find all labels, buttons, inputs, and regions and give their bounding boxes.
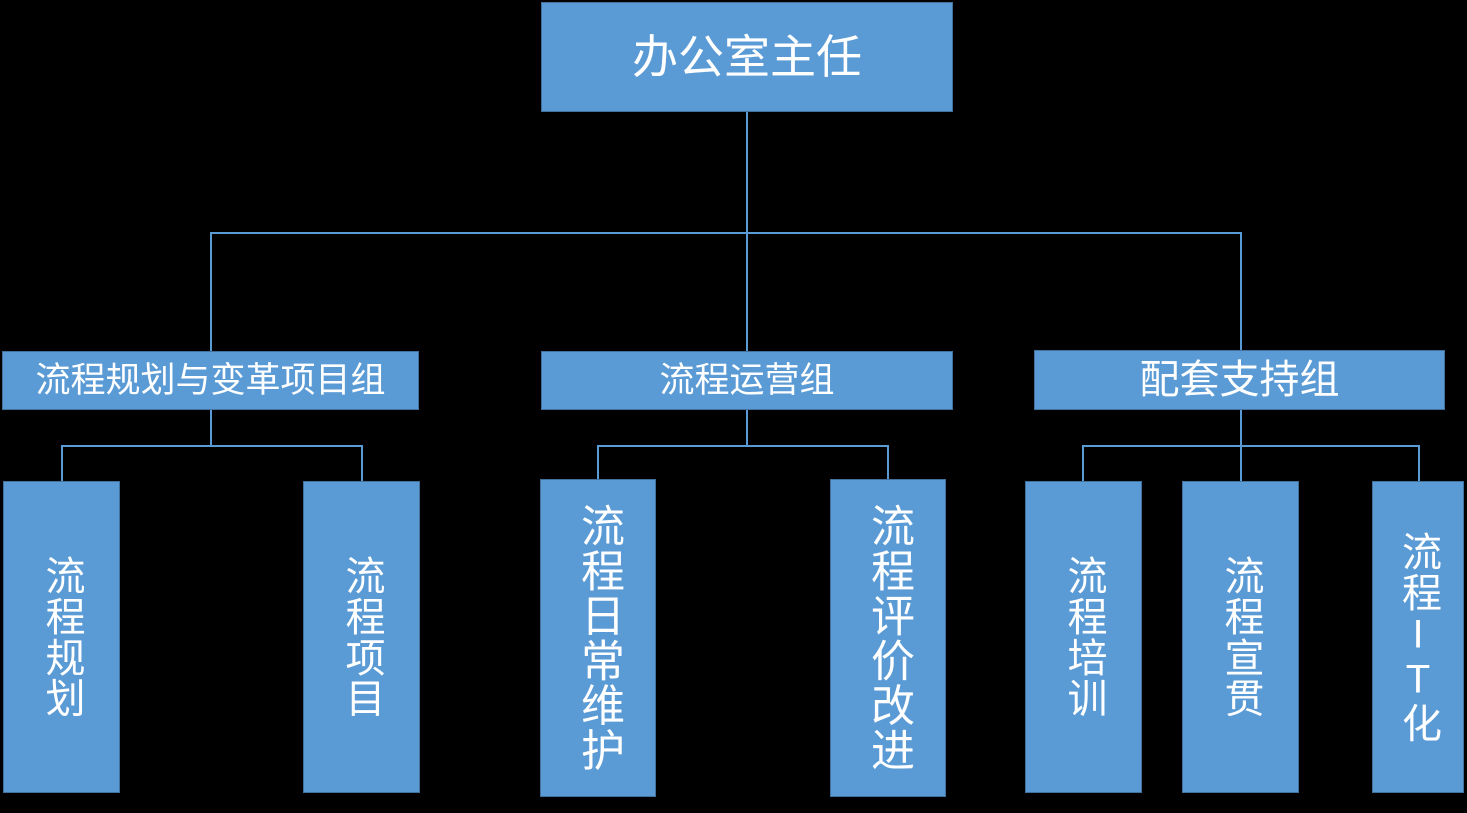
connector-level2-bus [210, 232, 1242, 234]
node-leaf-2-1[interactable]: 流程宣贯 [1182, 481, 1299, 793]
connector-leaf-0-1-drop [361, 445, 363, 481]
connector-leaf-2-0-drop [1082, 445, 1084, 481]
node-branch-0[interactable]: 流程规划与变革项目组 [2, 351, 419, 410]
node-leaf-0-0-label: 流程规划 [39, 555, 84, 719]
connector-root-stem [746, 112, 748, 234]
node-branch-1-label: 流程运营组 [659, 361, 835, 400]
node-leaf-1-1-label: 流程评价改进 [864, 503, 913, 773]
connector-branch-1-drop [746, 232, 748, 351]
node-leaf-0-1[interactable]: 流程项目 [303, 481, 420, 793]
node-root[interactable]: 办公室主任 [541, 2, 953, 112]
connector-branch-0-drop [210, 232, 212, 351]
node-branch-2[interactable]: 配套支持组 [1034, 350, 1445, 410]
node-leaf-2-2[interactable]: 流程IT化 [1372, 481, 1464, 793]
node-leaf-1-0[interactable]: 流程日常维护 [540, 479, 656, 797]
node-leaf-2-2-label: 流程IT化 [1396, 531, 1440, 743]
connector-branch-0-stem [210, 410, 212, 446]
node-leaf-0-1-label: 流程项目 [339, 555, 384, 719]
node-branch-1[interactable]: 流程运营组 [541, 351, 953, 410]
node-leaf-2-0[interactable]: 流程培训 [1025, 481, 1142, 793]
connector-branch-0-bus [61, 445, 362, 447]
connector-leaf-2-1-drop [1240, 445, 1242, 481]
node-leaf-1-1[interactable]: 流程评价改进 [830, 479, 946, 797]
node-branch-0-label: 流程规划与变革项目组 [35, 361, 386, 400]
node-branch-2-label: 配套支持组 [1139, 358, 1340, 402]
connector-leaf-1-1-drop [887, 445, 889, 479]
node-leaf-0-0[interactable]: 流程规划 [3, 481, 120, 793]
connector-branch-2-bus [1082, 445, 1419, 447]
connector-leaf-0-0-drop [61, 445, 63, 481]
connector-leaf-2-2-drop [1418, 445, 1420, 481]
node-leaf-2-0-label: 流程培训 [1061, 555, 1106, 719]
connector-branch-2-stem [1240, 410, 1242, 446]
node-root-label: 办公室主任 [632, 31, 862, 83]
connector-leaf-1-0-drop [597, 445, 599, 479]
connector-branch-1-stem [746, 410, 748, 446]
connector-branch-1-bus [597, 445, 889, 447]
connector-branch-2-drop [1240, 232, 1242, 351]
node-leaf-2-1-label: 流程宣贯 [1218, 555, 1263, 719]
node-leaf-1-0-label: 流程日常维护 [574, 503, 623, 773]
